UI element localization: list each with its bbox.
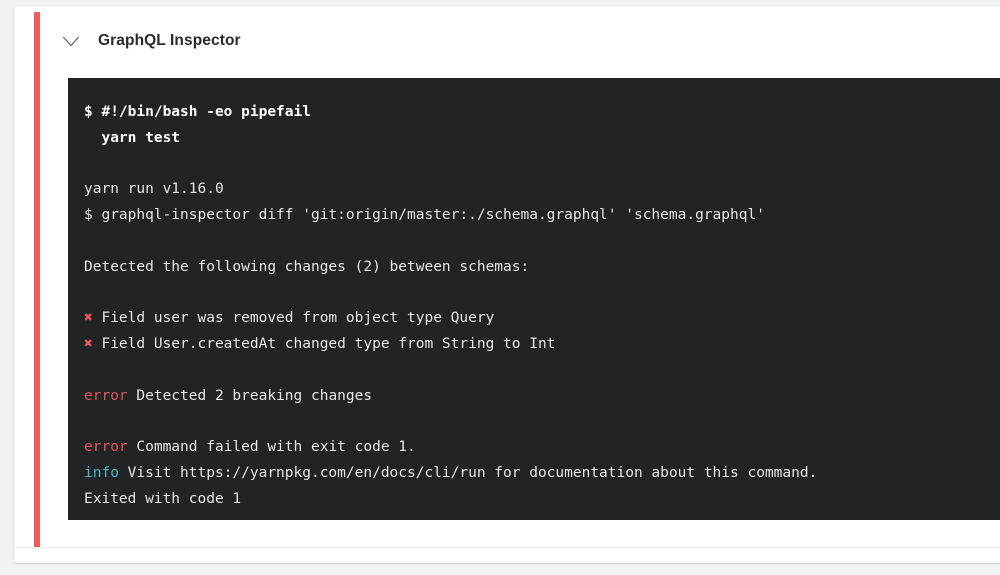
terminal-line	[84, 152, 1000, 178]
terminal-line: ✖ Field User.createdAt changed type from…	[84, 332, 1000, 358]
terminal-token: yarn test	[84, 129, 181, 146]
build-step-card: GraphQL Inspector $ #!/bin/bash -eo pipe…	[14, 6, 1000, 563]
terminal-token: $ graphql-inspector diff 'git:origin/mas…	[84, 207, 765, 224]
terminal-token: Exited with code 1	[84, 490, 242, 507]
terminal-token: error	[84, 387, 128, 404]
terminal-token: Detected 2 breaking changes	[127, 387, 373, 404]
terminal-line: error Detected 2 breaking changes	[84, 384, 1000, 410]
card-divider	[14, 547, 1000, 548]
terminal-token: Command failed with exit code 1.	[127, 439, 416, 456]
terminal-line	[84, 410, 1000, 436]
terminal-token: ✖	[84, 310, 93, 327]
chevron-down-icon[interactable]	[60, 30, 82, 52]
terminal-token: ✖	[84, 336, 93, 353]
terminal-output[interactable]: $ #!/bin/bash -eo pipefail yarn test yarn…	[68, 78, 1000, 520]
terminal-token: error	[84, 439, 128, 456]
terminal-line: ✖ Field user was removed from object typ…	[84, 306, 1000, 332]
page-title: GraphQL Inspector	[98, 32, 241, 49]
step-status-bar	[34, 12, 40, 547]
terminal-token: info	[84, 465, 119, 482]
step-header[interactable]: GraphQL Inspector	[60, 24, 241, 58]
terminal-token: Visit https://yarnpkg.com/en/docs/cli/ru…	[118, 465, 818, 482]
terminal-line: Detected the following changes (2) betwe…	[84, 255, 1000, 281]
terminal-token: Detected the following changes (2) betwe…	[84, 258, 530, 275]
terminal-line: yarn run v1.16.0	[84, 177, 1000, 203]
terminal-token: $ #!/bin/bash -eo pipefail	[84, 104, 311, 120]
card-footer	[14, 548, 1000, 563]
terminal-token: Field User.createdAt changed type from S…	[92, 336, 556, 353]
terminal-line	[84, 358, 1000, 384]
terminal-line	[84, 229, 1000, 255]
terminal-token: Field user was removed from object type …	[92, 310, 495, 327]
terminal-line: Exited with code 1	[84, 487, 1000, 513]
terminal-line: yarn test	[84, 126, 1000, 152]
terminal-log: $ #!/bin/bash -eo pipefail yarn test yarn…	[84, 100, 1000, 513]
terminal-token: yarn run v1.16.0	[84, 181, 224, 198]
terminal-line: info Visit https://yarnpkg.com/en/docs/c…	[84, 461, 1000, 487]
terminal-line: $ graphql-inspector diff 'git:origin/mas…	[84, 203, 1000, 229]
terminal-line: error Command failed with exit code 1.	[84, 435, 1000, 461]
terminal-line	[84, 281, 1000, 307]
terminal-line: $ #!/bin/bash -eo pipefail	[84, 100, 1000, 126]
